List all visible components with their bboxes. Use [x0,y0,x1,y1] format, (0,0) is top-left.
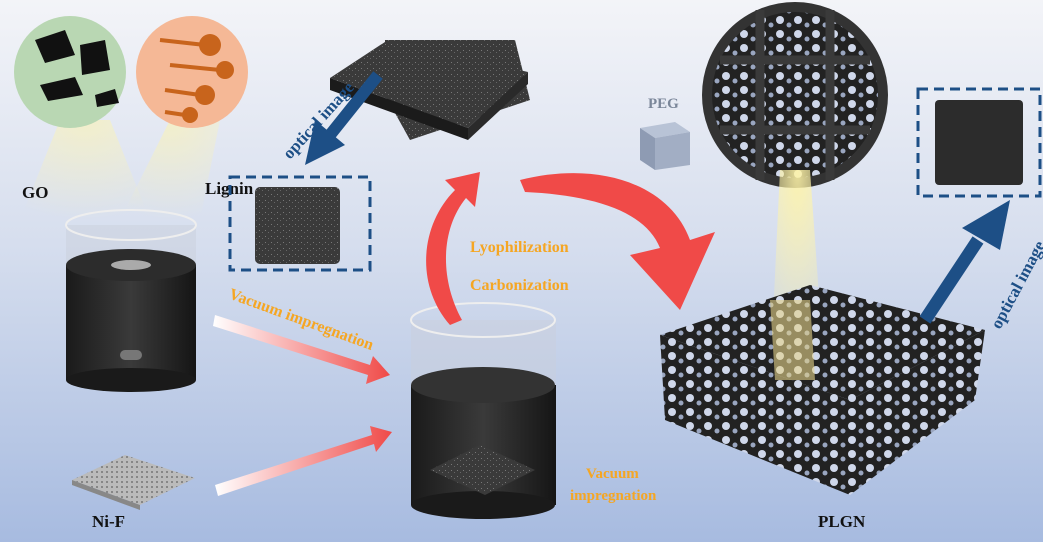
red-curved-arrow-up-icon [426,172,480,325]
ni-f-label: Ni-F [92,512,125,531]
peg-label: PEG [648,96,679,112]
go-precursor-icon [14,16,150,220]
optical-image-sample-right [935,100,1023,185]
plgn-label: PLGN [818,512,866,531]
optical-image-box-left [228,175,372,272]
optical-image-box-right [916,87,1042,198]
peg-cube-icon [640,122,690,170]
optical-image-label-right: optical image [987,237,1043,332]
blue-arrow-left-icon [305,71,383,165]
vacuum-arrow-top-icon [213,315,390,384]
beaker-middle-icon [410,302,556,519]
porous-cage-icon [702,2,888,188]
blue-arrow-right-icon [919,200,1010,324]
optical-image-sample-left [255,187,340,264]
red-curved-arrow-right-icon [520,173,715,310]
lyophilization-label: Lyophilization [470,239,569,256]
impregnation-label: impregnation [570,488,657,504]
beaker-left-icon [65,209,197,392]
vacuum-arrow-bottom-icon [215,426,392,496]
carbonization-label: Carbonization [470,277,569,294]
ni-foam-icon [72,455,195,510]
go-label: GO [22,183,48,202]
vacuum-label: Vacuum [586,466,639,482]
lignin-precursor-icon [120,16,248,220]
plgn-foam-icon [660,285,985,495]
carbon-sheet-top [330,40,528,128]
